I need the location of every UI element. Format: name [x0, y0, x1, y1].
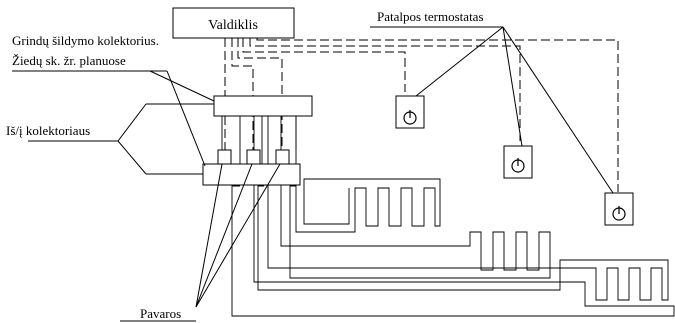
wire-actuator-2	[231, 38, 254, 150]
actuator-leader-lines	[120, 163, 281, 322]
actuator-3	[275, 149, 290, 165]
thermostat-3	[604, 192, 634, 226]
controller-label: Valdiklis	[208, 18, 258, 33]
thermostat-2	[503, 145, 533, 179]
thermostat-leader-lines	[370, 26, 614, 194]
heating-loop-1	[295, 116, 441, 233]
from-to-manifold-leader-lines	[28, 103, 214, 175]
wire-actuator-3	[237, 38, 283, 150]
from-to-manifold-label: Iš/į kolektoriaus	[6, 123, 90, 138]
wire-thermostat-2	[249, 38, 521, 145]
manifold-pipe-links	[221, 116, 297, 164]
supply-manifold	[213, 95, 313, 117]
floor-manifold-label-line2: Žiedų sk. žr. planuose	[12, 53, 126, 68]
heating-loops	[221, 116, 675, 317]
actuator-2	[246, 149, 261, 165]
actuators-label: Pavaros	[140, 306, 181, 321]
thermostat-1	[395, 95, 425, 129]
floor-manifold-leader-lines	[12, 70, 215, 167]
thermostat-wires	[242, 38, 619, 192]
floor-manifold-label-line1: Grindų šildymo kolektorius.	[12, 33, 159, 48]
power-dial-icon	[511, 158, 525, 173]
return-manifold	[202, 163, 301, 186]
power-dial-icon	[612, 206, 626, 221]
power-dial-icon	[403, 110, 417, 125]
heating-loop-4	[231, 116, 675, 317]
wire-thermostat-1	[242, 38, 406, 92]
controller-box	[172, 7, 295, 39]
thermostat-label: Patalpos termostatas	[377, 9, 484, 24]
heating-loop-2	[280, 116, 551, 279]
wire-thermostat-3	[256, 38, 619, 192]
actuator-1	[217, 149, 232, 165]
heating-loop-3	[257, 116, 669, 301]
actuator-wires	[224, 38, 283, 150]
